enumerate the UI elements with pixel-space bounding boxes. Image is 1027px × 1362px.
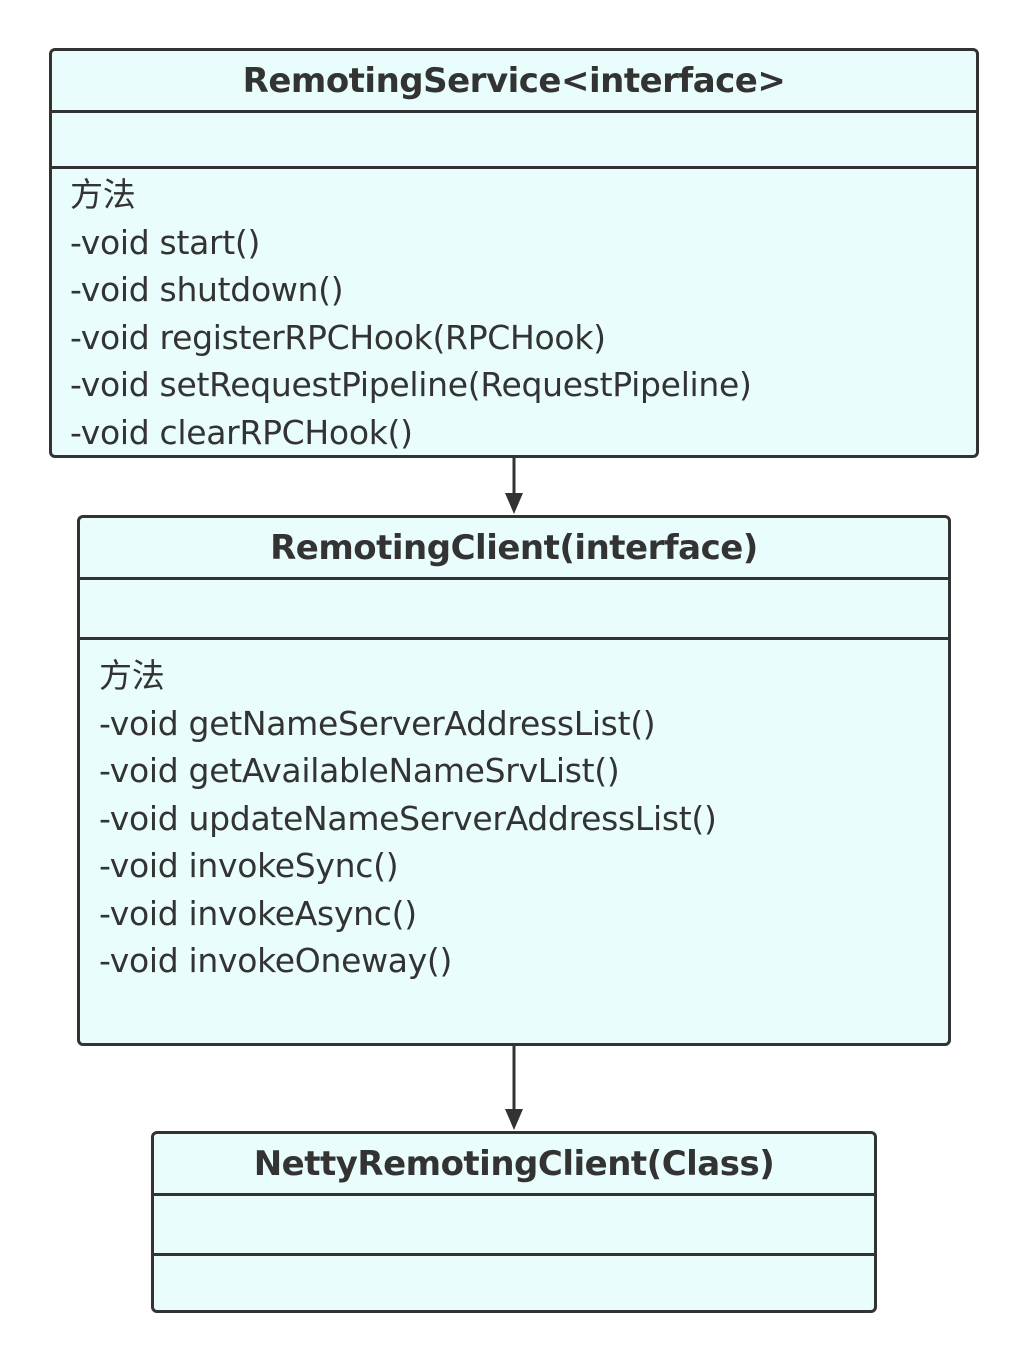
class-box-remoting-client[interactable]: RemotingClient(interface) 方法 -void getNa…: [77, 515, 951, 1046]
arrow-client-to-netty: [505, 1046, 523, 1130]
method-item: -void clearRPCHook(): [70, 412, 413, 452]
method-item: -void setRequestPipeline(RequestPipeline…: [70, 365, 752, 404]
class-box-netty-remoting-client[interactable]: NettyRemotingClient(Class): [151, 1131, 877, 1313]
class-title: RemotingService<interface>: [52, 51, 976, 113]
methods-header: 方法: [99, 656, 165, 695]
method-item: -void invokeAsync(): [99, 893, 417, 933]
class-title: NettyRemotingClient(Class): [154, 1134, 874, 1196]
class-attributes: [52, 113, 976, 169]
method-item: -void getAvailableNameSrvList(): [99, 751, 620, 790]
method-item: -void shutdown(): [70, 270, 344, 309]
method-item: -void updateNameServerAddressList(): [99, 798, 717, 838]
class-methods: 方法 -void start() -void shutdown() -void …: [52, 169, 976, 455]
method-item: -void invokeOneway(): [99, 941, 453, 980]
arrow-service-to-client: [505, 458, 523, 514]
class-methods: 方法 -void getNameServerAddressList() -voi…: [80, 640, 948, 985]
method-item: -void invokeSync(): [99, 846, 399, 885]
methods-header: 方法: [70, 175, 136, 214]
method-item: -void start(): [70, 222, 261, 262]
class-title: RemotingClient(interface): [80, 518, 948, 580]
class-box-remoting-service[interactable]: RemotingService<interface> 方法 -void star…: [49, 48, 979, 458]
class-attributes: [154, 1196, 874, 1256]
class-attributes: [80, 580, 948, 640]
method-item: -void getNameServerAddressList(): [99, 703, 656, 743]
method-item: -void registerRPCHook(RPCHook): [70, 317, 606, 357]
